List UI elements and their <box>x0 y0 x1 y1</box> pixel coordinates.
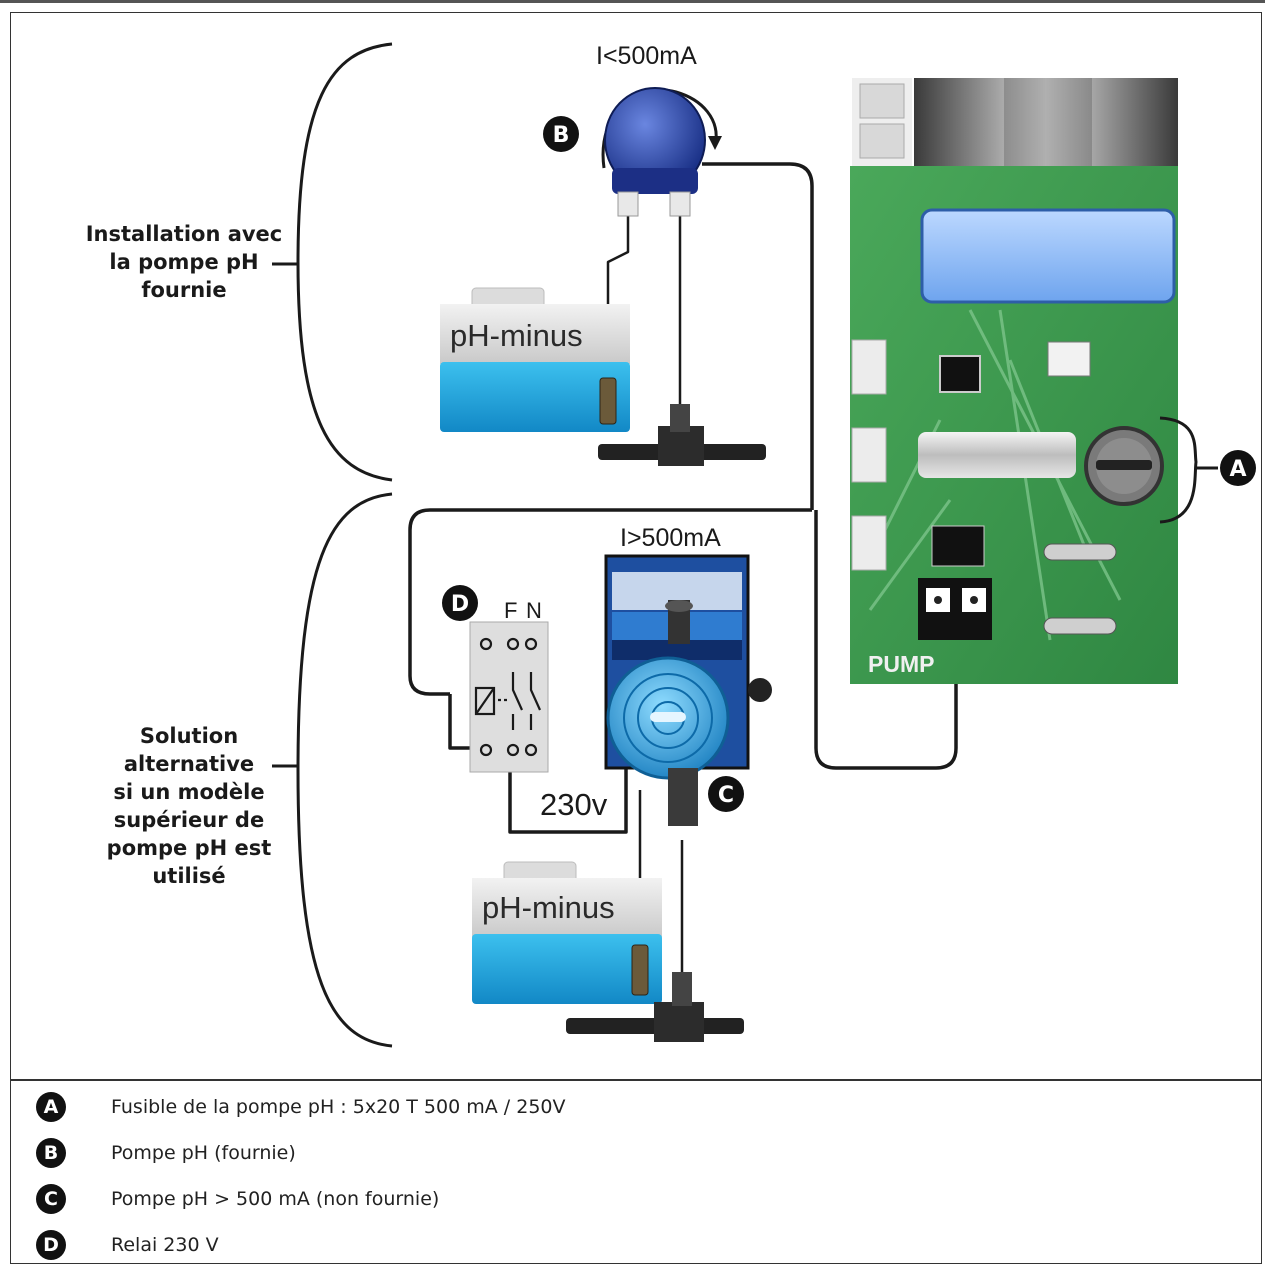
chip-2 <box>1047 341 1091 377</box>
bracket-top-label: Installation avec la pompe pH fournie <box>74 220 294 304</box>
pump-c: I>500mA C <box>604 524 772 826</box>
relay-d: D F N 230v <box>442 585 608 822</box>
callout-a-badge <box>1220 450 1256 486</box>
legend-text-d: Relai 230 V <box>111 1234 219 1256</box>
tank-bottom: pH-minus <box>472 861 662 1004</box>
legend-badge-d: D <box>36 1230 66 1260</box>
connector-3 <box>851 515 887 571</box>
wire-relay-bottom <box>448 694 470 750</box>
tank-bottom-probe <box>631 944 649 996</box>
legend-row-a: A Fusible de la pompe pH : 5x20 T 500 mA… <box>36 1090 566 1124</box>
bracket-bottom-line-5: pompe pH est <box>106 836 272 860</box>
wire-pump-port-return <box>814 510 958 770</box>
pump-b: I<500mA B <box>543 42 722 217</box>
callout-b-badge <box>543 116 579 152</box>
tank-top-label: pH-minus <box>450 318 583 353</box>
relay-phase-label: F <box>504 598 517 623</box>
bracket-bottom-line-2: alternative <box>123 752 255 776</box>
current-high-label: I>500mA <box>620 524 721 552</box>
jumper-2 <box>1043 617 1117 635</box>
diagram-frame <box>10 12 1262 1264</box>
board-port-label: PUMP <box>868 651 934 677</box>
terminal-block <box>914 78 1178 182</box>
bracket-top-line-1: Installation avec <box>85 222 283 246</box>
connector-2 <box>851 427 887 483</box>
bracket-bottom-line-4: supérieur de <box>113 808 265 832</box>
legend-text-c: Pompe pH > 500 mA (non fournie) <box>111 1188 440 1210</box>
callout-d-badge <box>442 585 478 621</box>
wire-pump-b-to-board <box>702 162 814 510</box>
bracket-bottom-line-3: si un modèle <box>113 780 265 804</box>
chip-1 <box>939 355 981 393</box>
legend-badge-a: A <box>36 1092 66 1122</box>
callout-b-letter: B <box>553 123 570 148</box>
lcd-screen <box>920 208 1176 304</box>
injection-t-bottom <box>566 972 744 1042</box>
legend-row-c: C Pompe pH > 500 mA (non fournie) <box>36 1182 439 1216</box>
callout-d-letter: D <box>451 592 469 617</box>
legend-row-d: D Relai 230 V <box>36 1228 219 1262</box>
wire-230v <box>508 760 628 834</box>
bracket-top-line-3: fournie <box>141 278 227 302</box>
jumper-1 <box>1043 543 1117 561</box>
pump-b-connector-left <box>617 191 639 217</box>
tank-top-probe <box>599 377 617 425</box>
relay-chip <box>931 525 985 567</box>
callout-a-letter: A <box>1229 457 1246 482</box>
bracket-bottom-line-6: utilisé <box>152 864 226 888</box>
legend-text-a: Fusible de la pompe pH : 5x20 T 500 mA /… <box>111 1096 566 1118</box>
bracket-top-line-2: la pompe pH <box>109 250 259 274</box>
legend-badge-c: C <box>36 1184 66 1214</box>
wires <box>408 162 958 975</box>
tank-top: pH-minus <box>440 287 630 432</box>
relay-neutral-label: N <box>526 598 542 623</box>
wiring-diagram: I<500mA B pH-minus <box>272 42 1256 1048</box>
bracket-top <box>296 42 393 482</box>
legend-row-b: B Pompe pH (fournie) <box>36 1136 296 1170</box>
mains-voltage-label: 230v <box>540 787 608 822</box>
legend-divider <box>10 1079 1262 1081</box>
control-board: PUMP <box>850 78 1178 684</box>
connector-1 <box>851 339 887 395</box>
bracket-bottom-line-1: Solution <box>139 724 239 748</box>
callout-c-letter: C <box>718 783 734 808</box>
legend-text-b: Pompe pH (fournie) <box>111 1142 296 1164</box>
current-low-label: I<500mA <box>596 42 697 70</box>
wire-board-to-relay <box>408 508 812 696</box>
bracket-bottom <box>296 492 393 1048</box>
legend-badge-b: B <box>36 1138 66 1168</box>
tank-bottom-label: pH-minus <box>482 890 615 925</box>
top-rule <box>0 0 1265 3</box>
injection-t-top <box>598 404 766 466</box>
callout-c-badge <box>708 776 744 812</box>
fuse <box>918 432 1076 478</box>
callout-a: A <box>1159 416 1256 524</box>
pump-b-connector-right <box>669 191 691 217</box>
bracket-bottom-label: Solution alternative si un modèle supéri… <box>84 722 294 890</box>
